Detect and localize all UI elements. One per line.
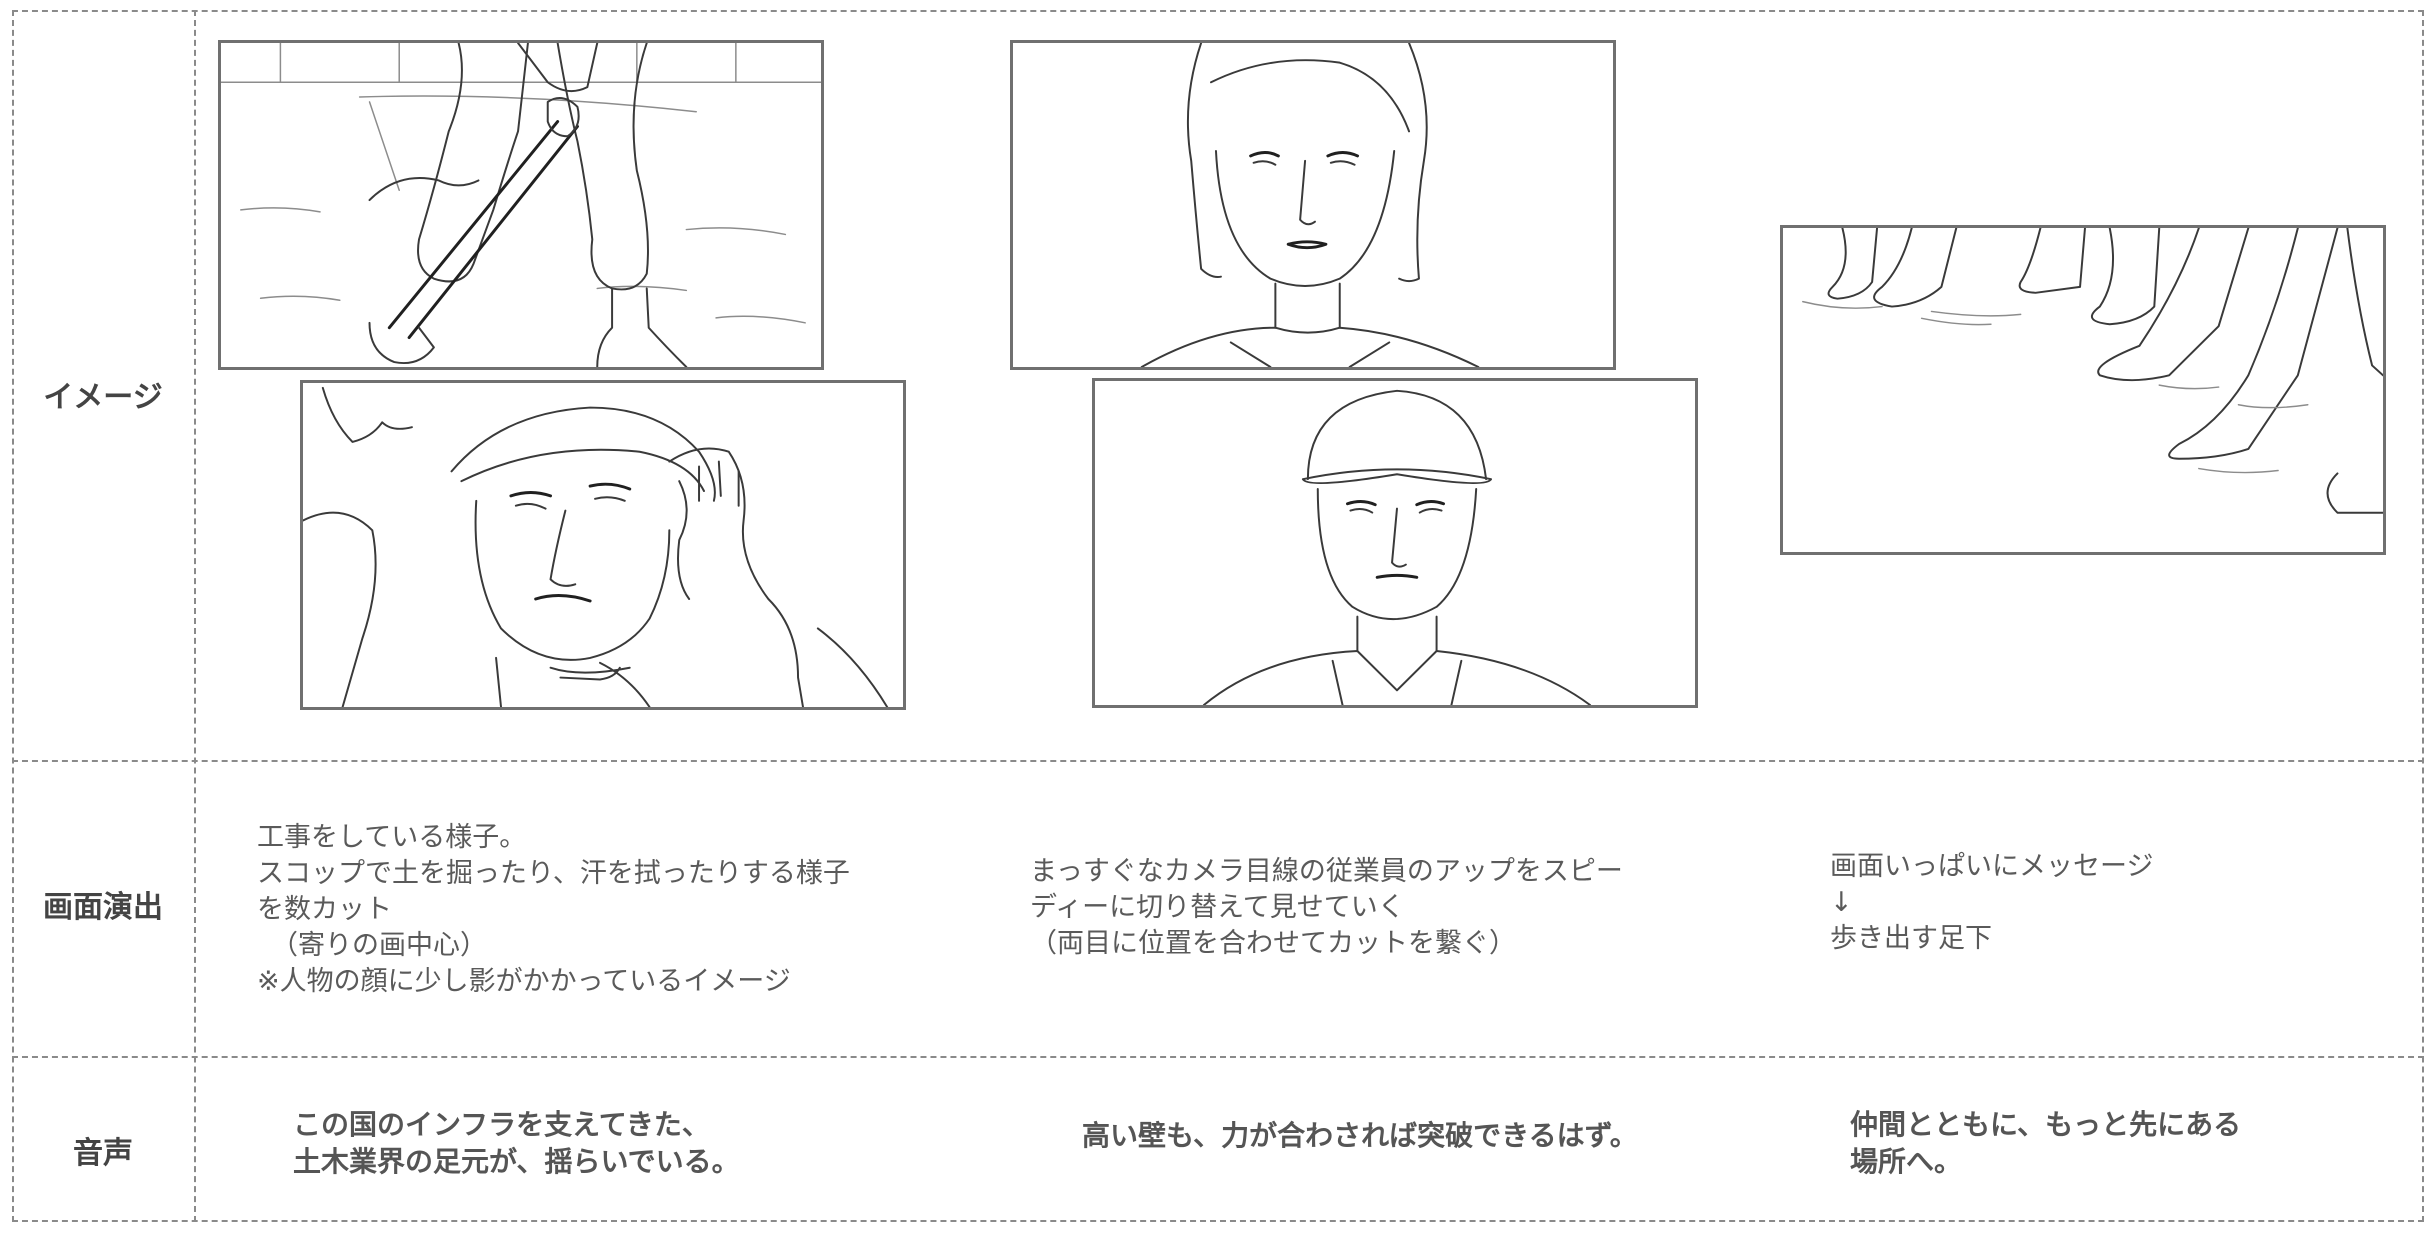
audio-line: 仲間とともに、もっと先にある <box>1850 1108 2242 1141</box>
direction-line: スコップで土を掘ったり、汗を拭ったりする様子 <box>257 858 850 889</box>
audio-line: この国のインフラを支えてきた、 <box>293 1108 710 1141</box>
audio-line: 場所へ。 <box>1850 1145 1963 1178</box>
walking-feet-sketch <box>1780 225 2386 555</box>
table-border-right <box>2422 10 2424 1222</box>
direction-line: 歩き出す足下 <box>1830 923 1992 954</box>
woman-facing-camera-sketch <box>1010 40 1616 370</box>
audio-text-col3: 仲間とともに、もっと先にある 場所へ。 <box>1850 1106 2241 1180</box>
direction-text-col2: まっすぐなカメラ目線の従業員のアップをスピー ディーに切り替えて見せていく （両… <box>1030 854 1623 962</box>
row-label-audio: 音声 <box>73 1136 133 1171</box>
direction-line: ↓ <box>1830 887 1853 918</box>
worker-wiping-sweat-sketch <box>300 380 906 710</box>
audio-text-col2: 高い壁も、力が合わされば突破できるはず。 <box>1082 1117 1638 1154</box>
table-label-divider <box>194 10 196 1222</box>
direction-line: （寄りの画中心） <box>271 930 487 961</box>
table-divider-image-direction <box>12 760 2424 762</box>
direction-line: （両目に位置を合わせてカットを繋ぐ） <box>1030 928 1516 959</box>
direction-line: まっすぐなカメラ目線の従業員のアップをスピー <box>1030 856 1623 887</box>
table-border-bottom <box>12 1220 2424 1222</box>
audio-line: 高い壁も、力が合わされば突破できるはず。 <box>1082 1119 1638 1152</box>
table-divider-direction-audio <box>12 1056 2424 1058</box>
direction-line: 工事をしている様子。 <box>257 822 527 853</box>
audio-text-col1: この国のインフラを支えてきた、 土木業界の足元が、揺らいでいる。 <box>293 1106 740 1180</box>
direction-line: ディーに切り替えて見せていく <box>1030 892 1405 923</box>
table-border-left <box>12 10 14 1222</box>
direction-text-col3: 画面いっぱいにメッセージ ↓ 歩き出す足下 <box>1830 849 2153 957</box>
direction-line: を数カット <box>257 894 392 925</box>
worker-shoveling-sketch <box>218 40 824 370</box>
table-border-top <box>12 10 2424 12</box>
direction-line: ※人物の顔に少し影がかかっているイメージ <box>257 966 791 997</box>
direction-text-col1: 工事をしている様子。 スコップで土を掘ったり、汗を拭ったりする様子 を数カット … <box>257 820 850 1000</box>
row-label-image: イメージ <box>43 380 163 415</box>
row-label-direction: 画面演出 <box>43 890 163 925</box>
man-in-cap-facing-camera-sketch <box>1092 378 1698 708</box>
direction-line: 画面いっぱいにメッセージ <box>1830 851 2154 882</box>
audio-line: 土木業界の足元が、揺らいでいる。 <box>293 1145 740 1178</box>
